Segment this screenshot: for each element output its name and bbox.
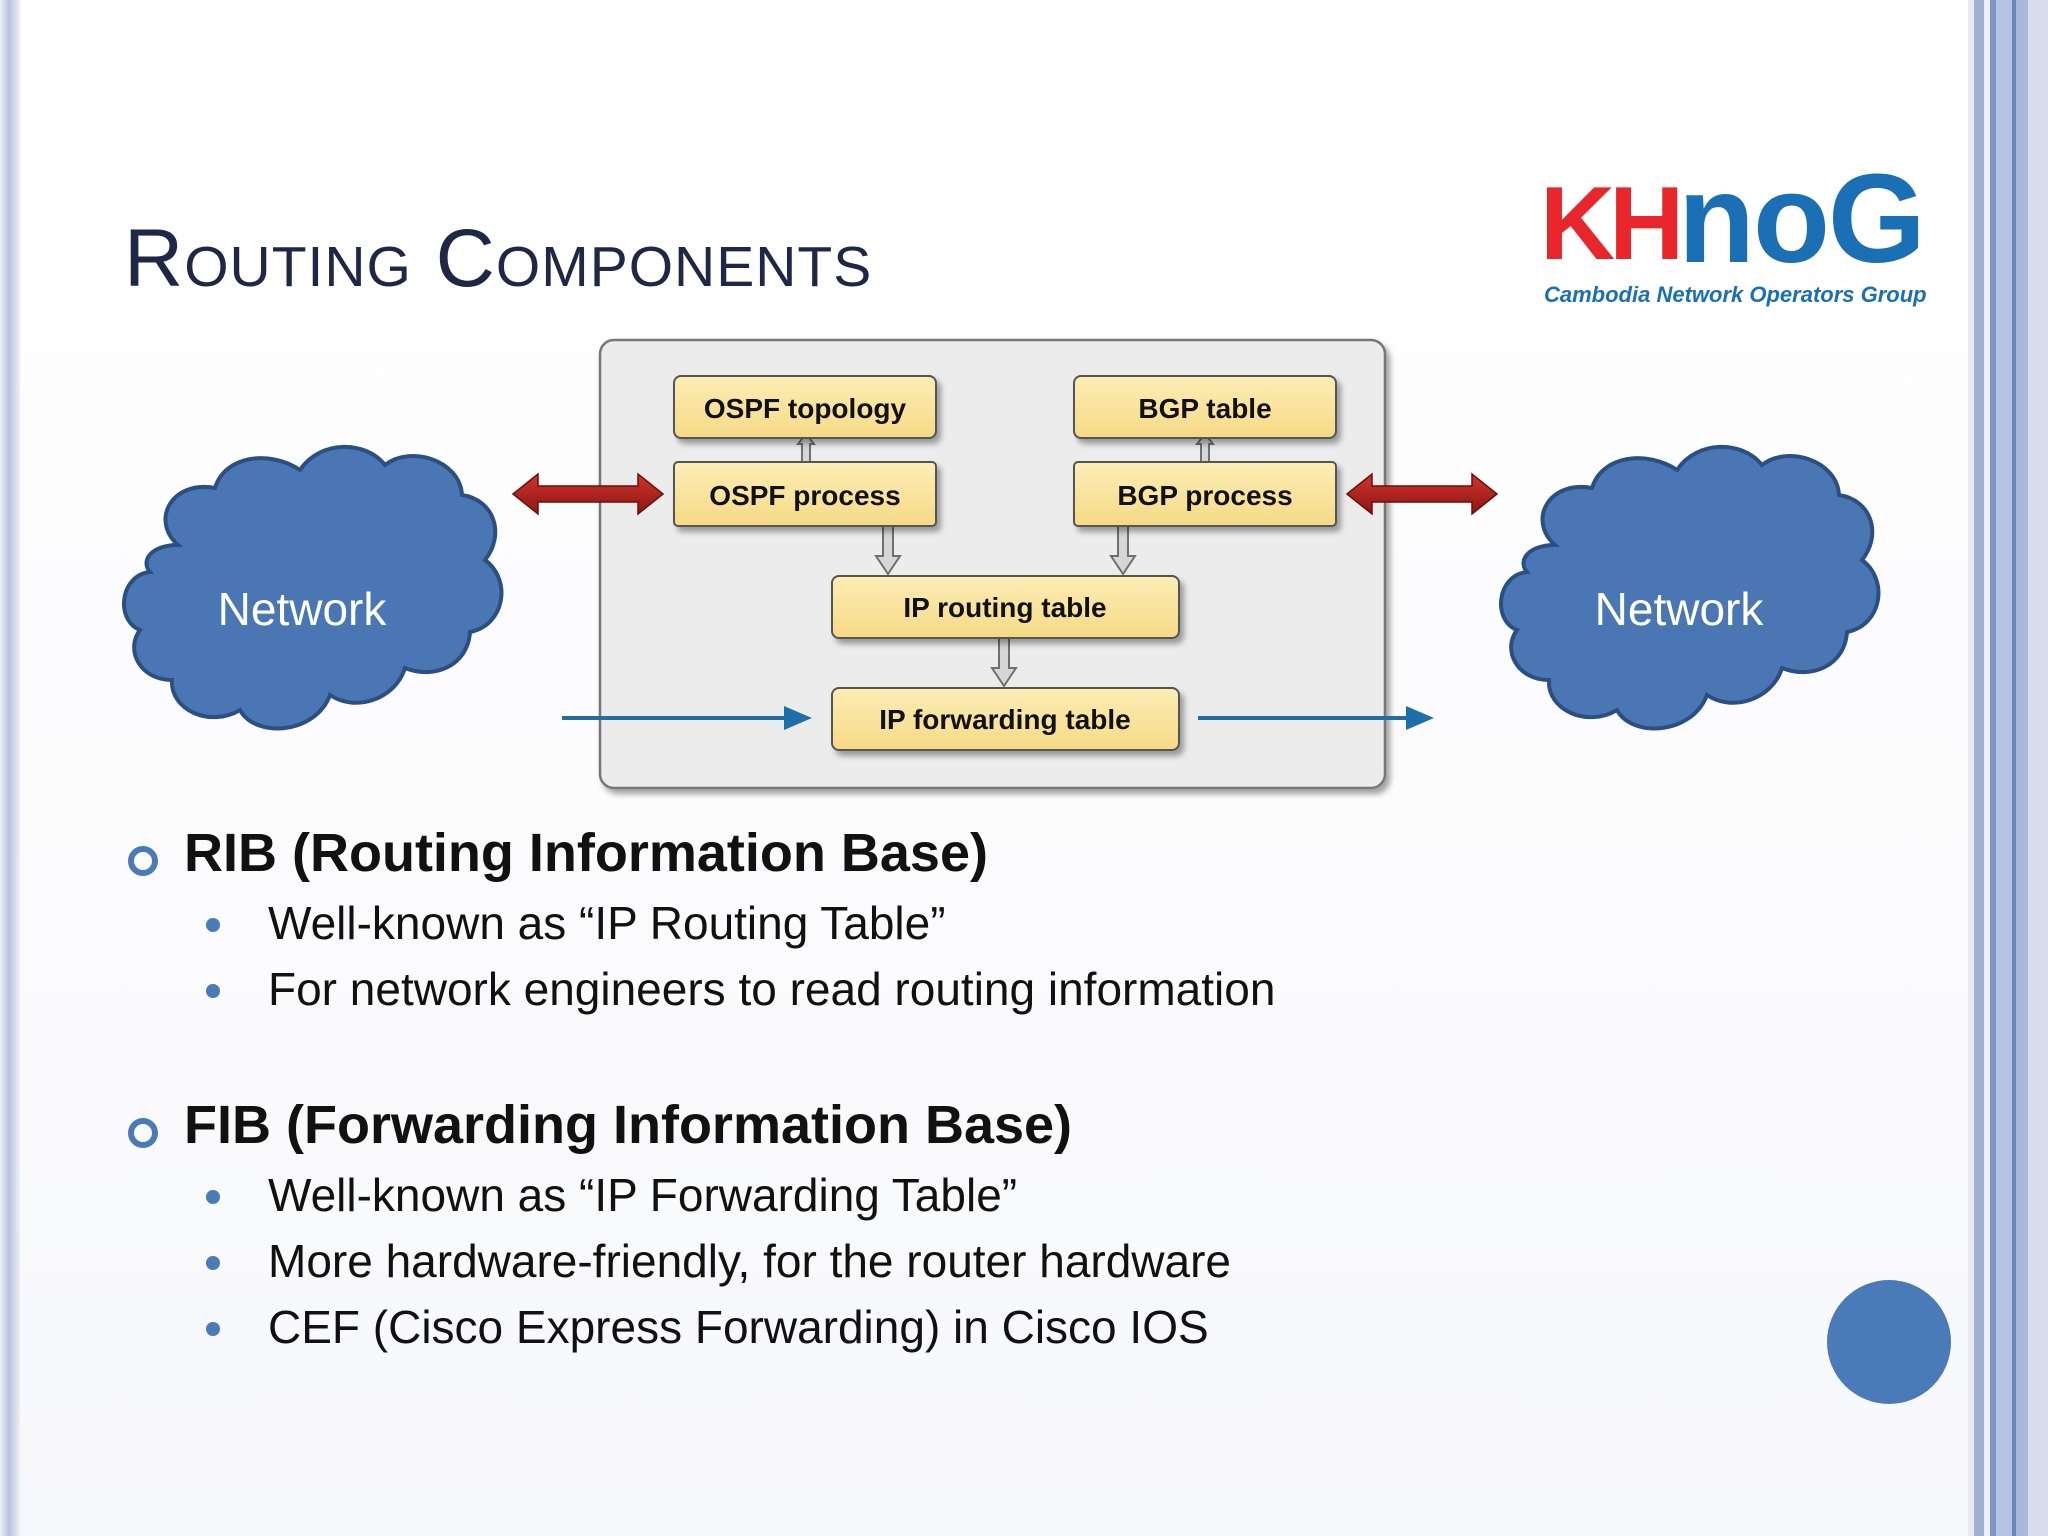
ip-routing-table-box: IP routing table (831, 575, 1180, 639)
ospf-process-label: OSPF process (709, 480, 900, 511)
bgp-process-box: BGP process (1073, 461, 1337, 527)
ip-forwarding-table-label: IP forwarding table (879, 704, 1131, 735)
rib-item-text: Well-known as “IP Routing Table” (268, 897, 946, 949)
ring-bullet-icon (128, 846, 158, 876)
ospf-process-box: OSPF process (673, 461, 937, 527)
ring-bullet-icon (128, 1118, 158, 1148)
right-border (1968, 0, 2048, 1536)
ospf-topology-label: OSPF topology (704, 393, 907, 424)
diagram-panel (598, 338, 1387, 790)
bgp-table-box: BGP table (1073, 375, 1337, 439)
right-network-cloud: Network (1499, 444, 1881, 731)
bgp-process-label: BGP process (1117, 480, 1292, 511)
dot-bullet-icon (206, 918, 220, 932)
rib-heading-text: RIB (Routing Information Base) (184, 823, 988, 883)
left-network-cloud: Network (122, 444, 504, 731)
right-network-label: Network (1595, 583, 1765, 635)
dot-bullet-icon (206, 1256, 220, 1270)
left-border (0, 0, 20, 1536)
logo-mark-left: KH (1540, 166, 1684, 282)
left-flow-arrow (562, 706, 812, 730)
fib-heading-text: FIB (Forwarding Information Base) (184, 1095, 1073, 1155)
connector-ospf-to-rib (874, 525, 902, 576)
ip-routing-table-label: IP routing table (903, 592, 1106, 623)
logo-mark-right: noG (1678, 148, 1926, 289)
fib-item-text: More hardware-friendly, for the router h… (268, 1235, 1232, 1287)
fib-item-text: CEF (Cisco Express Forwarding) in Cisco … (268, 1301, 1209, 1353)
connector-rib-to-fib (990, 637, 1018, 688)
ospf-topology-box: OSPF topology (673, 375, 937, 439)
left-network-label: Network (218, 583, 388, 635)
connector-bgp-to-rib (1109, 525, 1137, 576)
left-bidirectional-arrow (511, 472, 665, 516)
dot-bullet-icon (206, 1322, 220, 1336)
slide-title: Routing Components (124, 213, 873, 304)
fib-item-text: Well-known as “IP Forwarding Table” (268, 1169, 1018, 1221)
routing-diagram: OSPF topology OSPF process BGP table BGP… (122, 338, 1881, 790)
decorative-circle (1827, 1280, 1951, 1404)
right-flow-arrow (1198, 706, 1434, 730)
ip-forwarding-table-box: IP forwarding table (831, 687, 1180, 751)
dot-bullet-icon (206, 1190, 220, 1204)
logo-tagline: Cambodia Network Operators Group (1544, 282, 1927, 307)
right-bidirectional-arrow (1345, 472, 1499, 516)
khnog-logo: KH noG Cambodia Network Operators Group (1540, 156, 1940, 310)
rib-item-text: For network engineers to read routing in… (268, 963, 1276, 1015)
bgp-table-label: BGP table (1138, 393, 1271, 424)
dot-bullet-icon (206, 984, 220, 998)
